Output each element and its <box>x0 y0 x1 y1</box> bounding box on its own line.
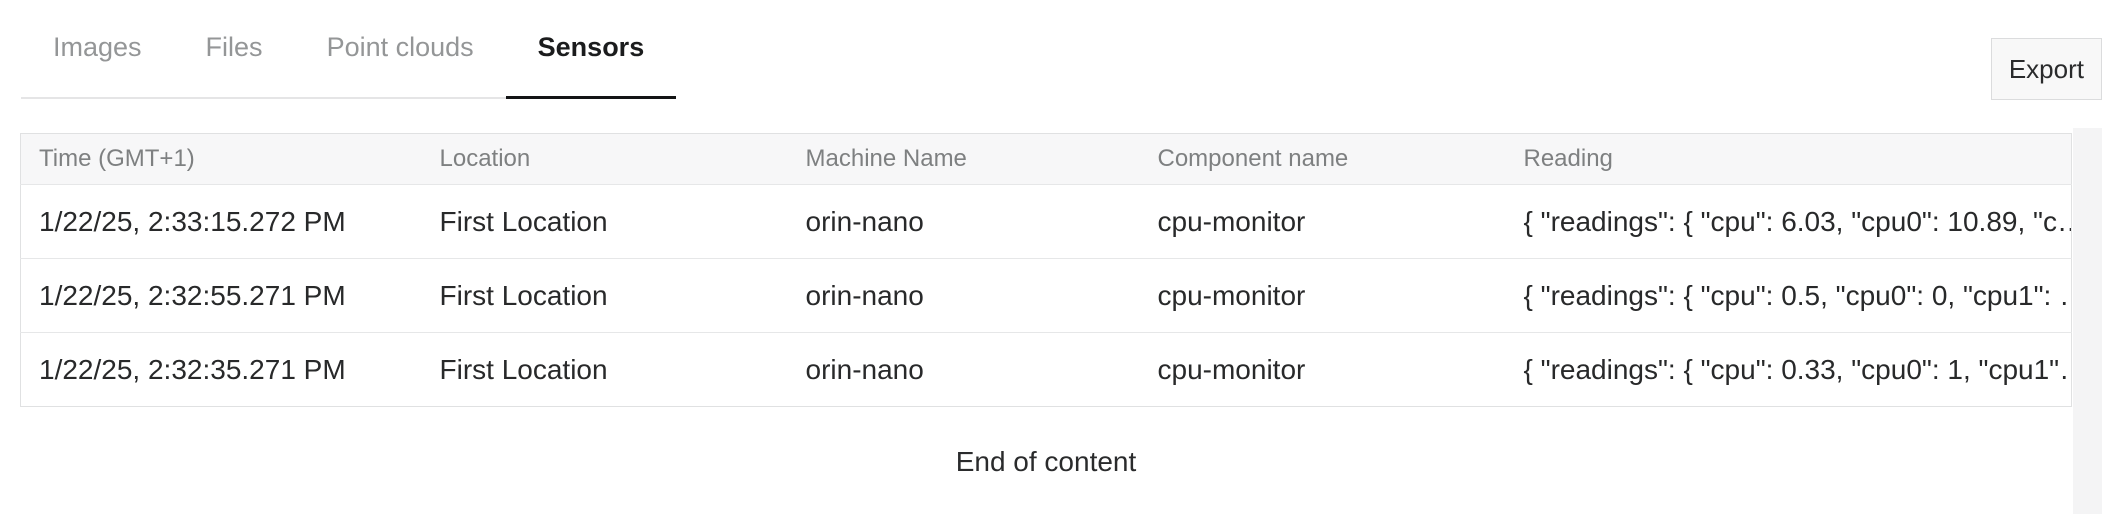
end-of-content-label: End of content <box>955 446 1137 477</box>
cell-time: 1/22/25, 2:32:55.271 PM <box>20 258 422 333</box>
tab-point-clouds[interactable]: Point clouds <box>294 0 506 99</box>
cell-reading: { "readings": { "cpu": 0.33, "cpu0": 1, … <box>1505 332 2072 407</box>
table-row[interactable]: 1/22/25, 2:32:55.271 PM First Location o… <box>20 258 2072 333</box>
cell-location: First Location <box>421 258 788 333</box>
tab-list: Images Files Point clouds Sensors <box>21 0 677 99</box>
table-row[interactable]: 1/22/25, 2:33:15.272 PM First Location o… <box>21 185 2072 259</box>
cell-machine-name: orin-nano <box>787 332 1140 407</box>
table-header: Time (GMT+1) Location Machine Name Compo… <box>20 133 2072 185</box>
cell-component-name: cpu-monitor <box>1139 258 1506 333</box>
cell-location: First Location <box>439 205 608 237</box>
cell-reading: { "readings": { "cpu": 0.5, "cpu0": 0, "… <box>1505 258 2072 333</box>
tab-images[interactable]: Images <box>21 0 174 99</box>
cell-machine-name: orin-nano <box>787 258 1140 333</box>
sensor-readings-table: Time (GMT+1) Location Machine Name Compo… <box>20 133 2072 407</box>
column-header-reading: Reading <box>1505 133 2072 185</box>
cell-component-name: cpu-monitor <box>1157 205 1306 237</box>
column-header-machine-name: Machine Name <box>787 133 1140 185</box>
cell-time: 1/22/25, 2:33:15.272 PM <box>39 205 346 237</box>
scrollbar-track[interactable] <box>2073 128 2102 514</box>
cell-component-name: cpu-monitor <box>1139 332 1506 407</box>
table-row[interactable]: 1/22/25, 2:32:35.271 PM First Location o… <box>20 332 2072 407</box>
cell-reading: { "readings": { "cpu": 6.03, "cpu0": 10.… <box>1523 205 2072 237</box>
column-header-component-name: Component name <box>1139 133 1506 185</box>
cell-machine-name: orin-nano <box>805 205 924 237</box>
cell-location: First Location <box>421 332 788 407</box>
tab-files[interactable]: Files <box>173 0 295 99</box>
cell-time: 1/22/25, 2:32:35.271 PM <box>20 332 422 407</box>
column-header-location: Location <box>421 133 788 185</box>
tab-sensors[interactable]: Sensors <box>505 0 677 99</box>
column-header-time: Time (GMT+1) <box>20 133 422 185</box>
export-button[interactable]: Export <box>1990 38 2102 100</box>
content-tabs-bar: Images Files Point clouds Sensors Export <box>0 0 2128 100</box>
